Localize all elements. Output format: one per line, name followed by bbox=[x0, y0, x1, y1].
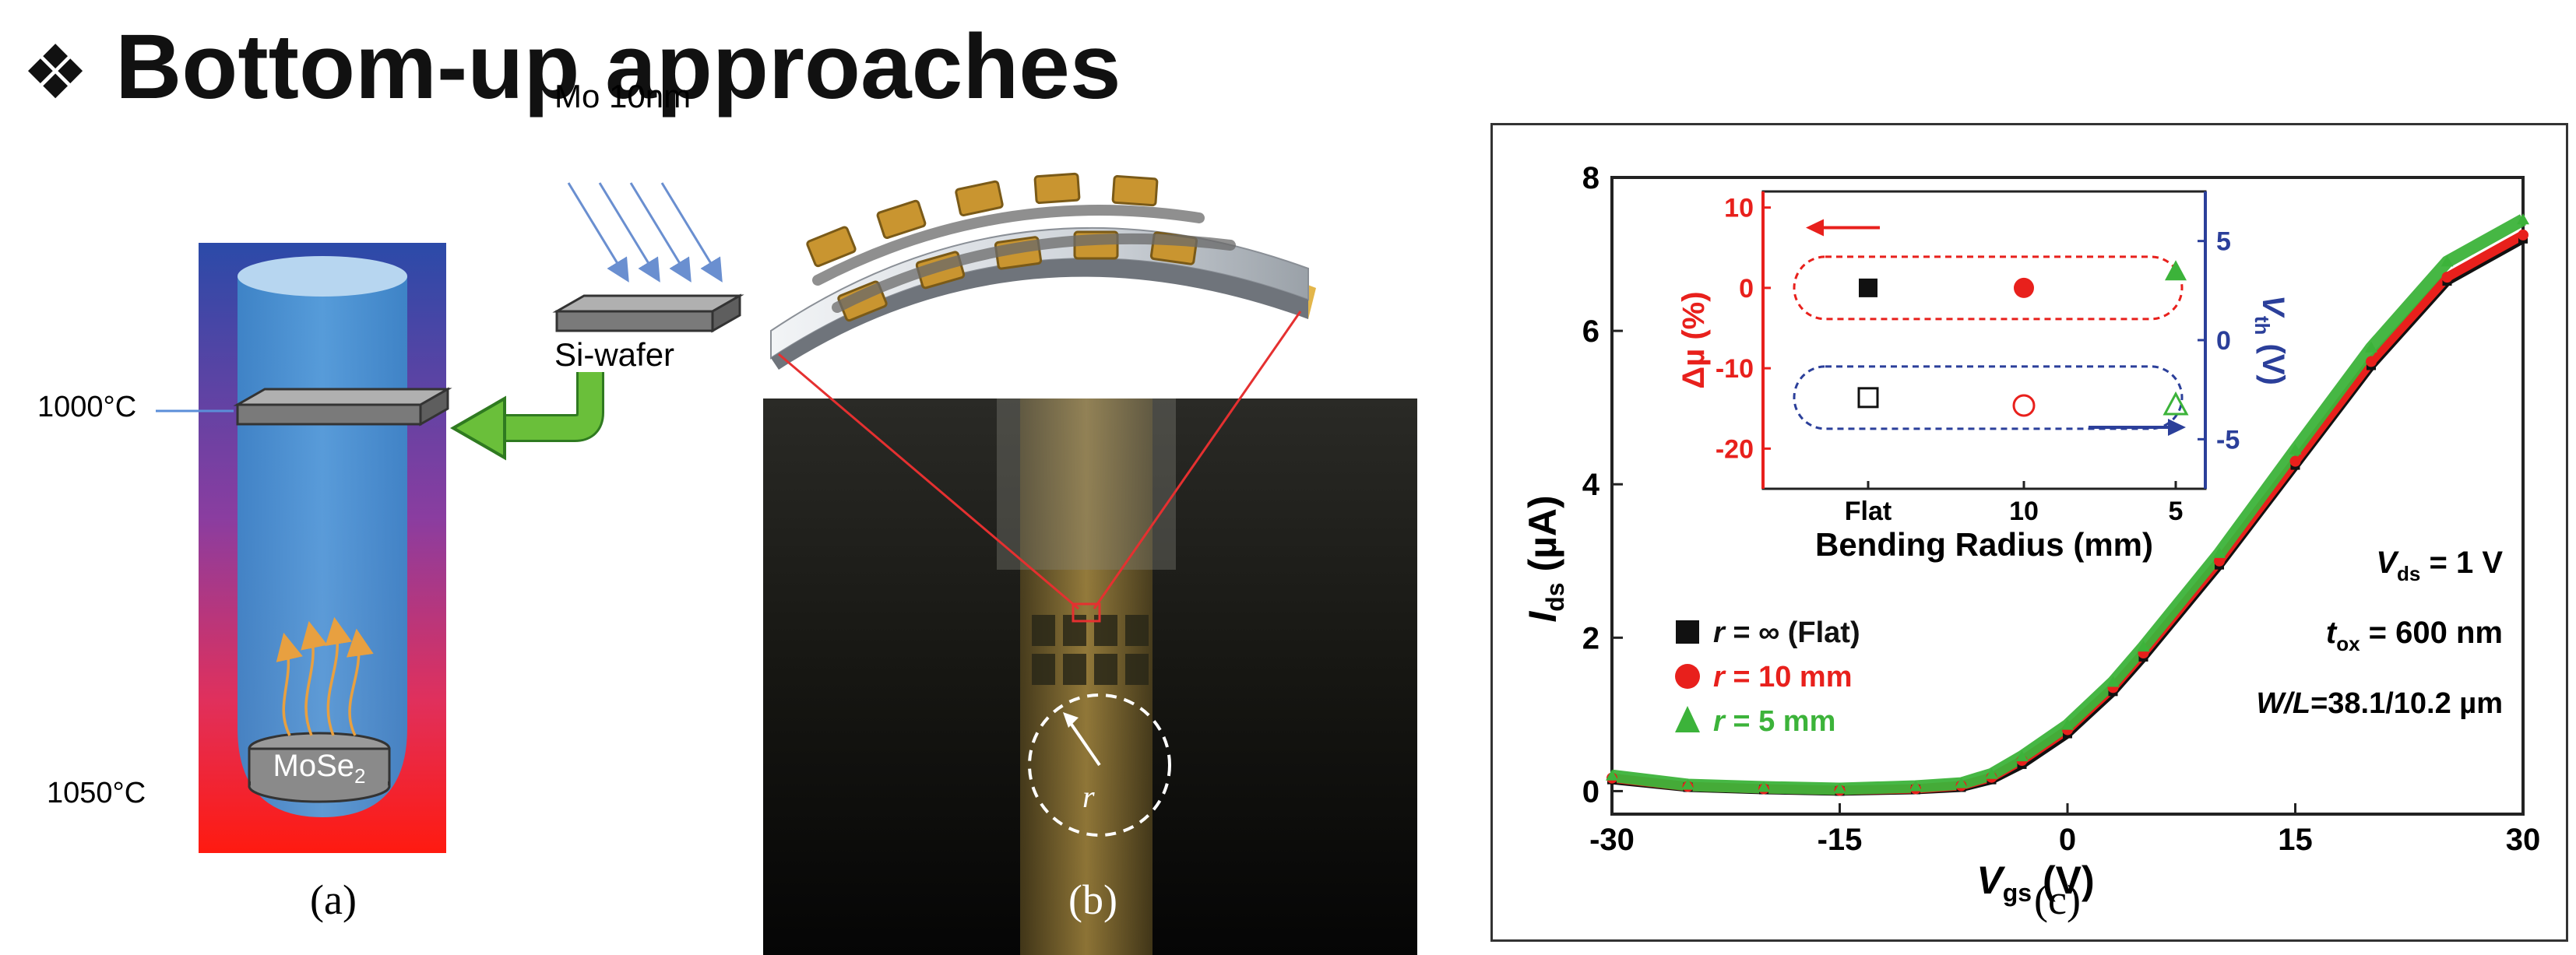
series-1-point-14 bbox=[2441, 272, 2453, 283]
inset-left-tick-label-2: -10 bbox=[1716, 354, 1754, 384]
inset-x-axis-title: Bending Radius (mm) bbox=[1815, 526, 2153, 563]
wafer-in-tube-side bbox=[236, 403, 422, 426]
inset-right-tick-label-1: 0 bbox=[2216, 326, 2231, 356]
x-tick-label-2: 0 bbox=[2059, 823, 2076, 857]
inset-left-tick-label-3: -20 bbox=[1716, 434, 1754, 464]
inset-x-tick-label-0: Flat bbox=[1845, 497, 1892, 526]
x-tick-label-3: 15 bbox=[2278, 823, 2313, 857]
si-wafer-top bbox=[552, 294, 744, 313]
inset-1-point-2 bbox=[2163, 391, 2189, 416]
series-2-point-7 bbox=[2015, 750, 2029, 762]
inset-left-axis-title: Δµ (%) bbox=[1677, 291, 1711, 388]
series-1-point-13 bbox=[2366, 356, 2377, 367]
series-2-point-4 bbox=[1909, 780, 1922, 792]
series-2-point-2 bbox=[1758, 781, 1770, 792]
inset-mu-group-loop bbox=[1793, 255, 2184, 321]
channel-lines bbox=[812, 205, 1236, 313]
legend-label-0: r = ∞ (Flat) bbox=[1713, 616, 1860, 649]
inset-left-arrow-icon bbox=[1806, 219, 1824, 237]
diamond-bullet-icon: ❖ bbox=[22, 29, 90, 116]
series-2-point-0 bbox=[1606, 769, 1618, 781]
transfer-arrow-shaft bbox=[498, 372, 602, 440]
zoom-line-left bbox=[778, 353, 1079, 610]
radius-label: r bbox=[1082, 779, 1095, 814]
radius-line bbox=[1067, 718, 1101, 767]
inset-0-point-0 bbox=[1859, 278, 1877, 297]
crucible-label: MoSe2 bbox=[273, 749, 366, 788]
zoom-box bbox=[1072, 602, 1101, 623]
inset-left-tick-label-1: 0 bbox=[1739, 274, 1754, 304]
panel-c-label: (c) bbox=[2034, 876, 2081, 923]
inset-right-tick-label-0: 5 bbox=[2216, 227, 2231, 257]
bending-radius-circle bbox=[1028, 693, 1171, 837]
series-line-2 bbox=[1611, 214, 2526, 795]
tube-opening bbox=[238, 256, 407, 297]
slide-title-text: Bottom-up approaches bbox=[115, 16, 1121, 118]
inset-1-point-1 bbox=[2012, 394, 2036, 417]
y-tick-label-0: 0 bbox=[1582, 774, 1599, 809]
inset-left-tick-label-0: 10 bbox=[1724, 194, 1754, 223]
series-2-point-1 bbox=[1681, 778, 1694, 790]
annotation-wl: W/L=38.1/10.2 µm bbox=[2256, 687, 2503, 720]
inset-0-point-1 bbox=[2014, 277, 2034, 298]
legend-label-1: r = 10 mm bbox=[1713, 661, 1853, 693]
temp-1050-label: 1050°C bbox=[47, 777, 146, 809]
temp-1000-label: 1000°C bbox=[37, 391, 137, 423]
si-wafer-side bbox=[555, 310, 714, 332]
inset-right-arrow-icon bbox=[2168, 419, 2186, 437]
legend-marker-0 bbox=[1676, 620, 1699, 644]
x-tick-label-1: -15 bbox=[1818, 823, 1863, 857]
annotation-tox: tox = 600 nm bbox=[2326, 616, 2503, 655]
vapor-arrows bbox=[276, 616, 374, 736]
x-axis-title: Vgs (V) bbox=[1976, 858, 2094, 907]
inset-x-tick-label-1: 10 bbox=[2009, 497, 2039, 526]
inset-x-tick-label-2: 5 bbox=[2169, 497, 2184, 526]
inset-right-tick-label-2: -5 bbox=[2216, 425, 2240, 455]
series-2-point-10 bbox=[2137, 641, 2150, 652]
panel-a-label: (a) bbox=[310, 876, 357, 923]
x-tick-label-4: 30 bbox=[2506, 823, 2541, 857]
series-2-point-15 bbox=[2517, 213, 2529, 225]
inset-right-axis-title: Vth (V) bbox=[2250, 295, 2290, 385]
inset-0-point-2 bbox=[2165, 260, 2187, 281]
annotation-vds: Vds = 1 V bbox=[2376, 546, 2503, 585]
slide-title: ❖ Bottom-up approaches bbox=[22, 14, 1121, 120]
panel-a-cvd-schematic bbox=[156, 182, 744, 853]
series-2-point-5 bbox=[1955, 777, 1968, 788]
series-1-point-11 bbox=[2214, 555, 2225, 567]
y-tick-label-3: 6 bbox=[1582, 314, 1599, 349]
inset-vth-group-loop bbox=[1793, 365, 2184, 430]
y-axis-title: Ids (µA) bbox=[1521, 495, 1569, 622]
panel-b-flexible-device bbox=[763, 172, 1417, 955]
inset-1-point-0 bbox=[1857, 387, 1879, 409]
series-1-point-12 bbox=[2289, 455, 2301, 467]
inset-plot-frame bbox=[1761, 190, 2207, 490]
wafer-in-tube-top bbox=[233, 388, 452, 406]
series-2-point-9 bbox=[2106, 676, 2120, 687]
transfer-arrow-head bbox=[449, 395, 506, 461]
mo-10nm-label: Mo 10nm bbox=[554, 78, 692, 114]
panel-c-frame bbox=[1490, 123, 2568, 942]
legend-marker-2 bbox=[1675, 706, 1700, 732]
series-2-point-6 bbox=[1985, 767, 1998, 779]
y-tick-label-1: 2 bbox=[1582, 621, 1599, 655]
mo-deposition-arrows bbox=[567, 182, 723, 283]
zoom-line-right bbox=[1093, 311, 1302, 609]
x-tick-label-0: -30 bbox=[1589, 823, 1635, 857]
si-wafer-label: Si-wafer bbox=[554, 336, 675, 373]
series-2-point-13 bbox=[2365, 341, 2377, 353]
series-2-point-11 bbox=[2213, 546, 2226, 558]
series-2-point-12 bbox=[2289, 443, 2302, 455]
series-2-point-8 bbox=[2061, 718, 2074, 730]
series-1-point-15 bbox=[2518, 229, 2528, 241]
legend-label-2: r = 5 mm bbox=[1713, 705, 1835, 738]
y-tick-label-2: 4 bbox=[1582, 468, 1600, 502]
series-2-point-3 bbox=[1833, 782, 1846, 794]
legend-marker-1 bbox=[1675, 664, 1700, 689]
y-tick-label-4: 8 bbox=[1582, 161, 1599, 195]
series-2-point-14 bbox=[2441, 255, 2454, 267]
panel-b-label: (b) bbox=[1068, 876, 1117, 923]
